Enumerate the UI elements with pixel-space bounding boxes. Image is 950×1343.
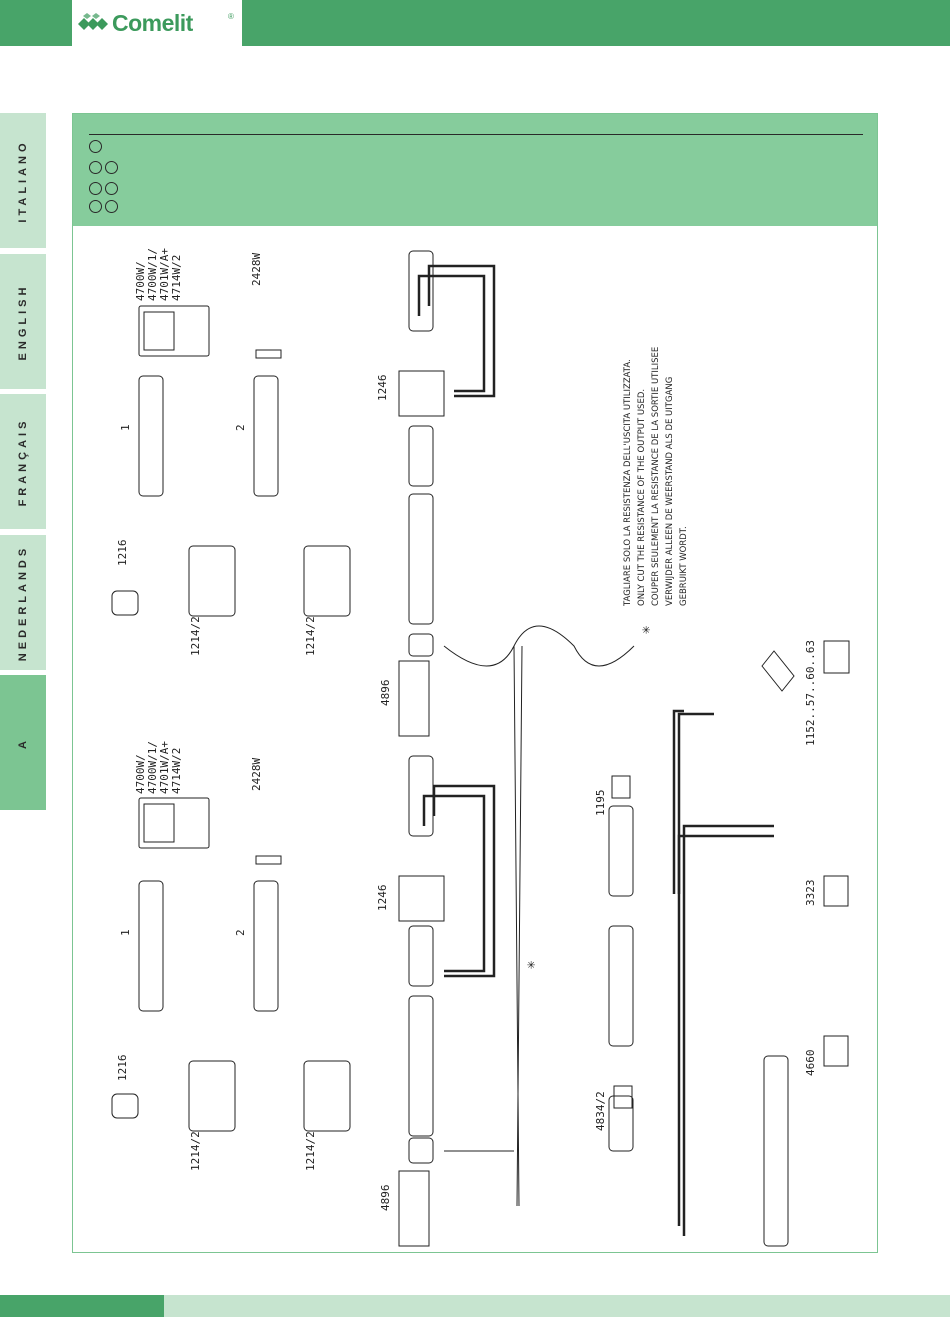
terminal-strip (253, 880, 279, 1012)
circle-marker (105, 200, 118, 213)
label-distributor: 1214/2 (189, 616, 202, 656)
transformer-unit (611, 775, 631, 799)
brand-name: Comelit (112, 10, 193, 36)
circle-marker (89, 182, 102, 195)
terminal-strip (138, 375, 164, 497)
footer-bar (164, 1295, 950, 1317)
label-monitor: 4701W/A+ (158, 248, 171, 301)
label-marker-1: 1 (119, 424, 132, 431)
tab-label: A (17, 736, 29, 749)
label-relay: 1216 (116, 1055, 129, 1082)
header-bar (0, 0, 950, 46)
label-distributor: 1214/2 (304, 616, 317, 656)
handset-unit (255, 855, 282, 865)
footer-accent (0, 1295, 164, 1317)
circle-marker (89, 140, 102, 153)
label-door-lock: 1152..57..60..63 (804, 640, 817, 746)
label-asterisk: ✳ (638, 625, 654, 634)
panel-header (73, 114, 877, 226)
door-lock-unit (823, 640, 850, 674)
label-power-unit: 1246 (376, 375, 389, 402)
distributor-block (188, 1060, 236, 1132)
wiring-diagram: 1216 1214/2 1214/2 4700W/ 4700W/1/ 4701W… (111, 248, 850, 1247)
label-monitor: 4700W/1/ (146, 248, 159, 301)
label-monitor: 4700W/1/ (146, 741, 159, 794)
tab-label: ITALIANO (17, 138, 29, 223)
label-marker-1: 1 (119, 929, 132, 936)
tab-nederlands[interactable]: NEDERLANDS (0, 535, 46, 670)
distributor-block (303, 545, 351, 617)
tab-francais[interactable]: FRANÇAIS (0, 394, 46, 529)
audio-module (823, 1035, 849, 1067)
label-switcher: 4896 (379, 680, 392, 707)
brand-mark: ® (228, 12, 234, 21)
tab-italiano[interactable]: ITALIANO (0, 113, 46, 248)
label-keypad: 3323 (804, 880, 817, 907)
circle-marker (89, 161, 102, 174)
distributor-block (188, 545, 236, 617)
audio-terminal (763, 1055, 789, 1247)
circle-marker (105, 161, 118, 174)
circle-marker (105, 182, 118, 195)
label-monitor: 4700W/ (134, 754, 147, 794)
circle-marker (89, 200, 102, 213)
keypad-unit (823, 875, 849, 907)
note-french: COUPER SEULEMENT LA RESISTANCE DE LA SOR… (651, 347, 661, 606)
junction-strip (608, 925, 634, 1047)
label-monitor: 4714W/2 (170, 748, 183, 794)
switcher-unit (398, 660, 430, 737)
label-audio-module: 4660 (804, 1050, 817, 1077)
monitor-unit (138, 797, 210, 849)
label-marker-2: 2 (234, 424, 247, 431)
label-monitor: 4701W/A+ (158, 741, 171, 794)
label-entrance-unit: 4834/2 (594, 1091, 607, 1131)
terminal-strip (138, 880, 164, 1012)
monitor-unit (138, 305, 210, 357)
comelit-logo-icon (78, 13, 108, 30)
note-dutch-2: GEBRUIKT WORDT. (679, 526, 689, 606)
label-distributor: 1214/2 (189, 1131, 202, 1171)
label-marker-2: 2 (234, 929, 247, 936)
switcher-unit (398, 1170, 430, 1247)
diagram-panel (72, 113, 878, 1253)
label-asterisk: ✳ (523, 960, 539, 969)
relay-block (111, 590, 139, 616)
label-switcher: 4896 (379, 1185, 392, 1212)
relay-block (111, 1093, 139, 1119)
label-handset: 2428W (250, 253, 263, 286)
label-transformer: 1195 (594, 790, 607, 817)
terminal-strip (253, 375, 279, 497)
power-unit (398, 875, 445, 922)
note-dutch: VERWIJDER ALLEEN DE WEERSTAND ALS DE UIT… (665, 377, 675, 606)
tab-a[interactable]: A (0, 675, 46, 810)
power-unit (398, 370, 445, 417)
label-relay: 1216 (116, 540, 129, 567)
label-power-unit: 1246 (376, 885, 389, 912)
tab-label: NEDERLANDS (17, 544, 29, 661)
note-italian: TAGLIARE SOLO LA RESISTENZA DELL'USCITA … (623, 359, 633, 607)
tab-label: ENGLISH (17, 283, 29, 360)
tab-english[interactable]: ENGLISH (0, 254, 46, 389)
label-handset: 2428W (250, 758, 263, 791)
handset-unit (255, 349, 282, 359)
entrance-terminal (608, 1095, 634, 1152)
label-monitor: 4700W/ (134, 261, 147, 301)
label-monitor: 4714W/2 (170, 255, 183, 301)
note-english: ONLY CUT THE RESISTANCE OF THE OUTPUT US… (637, 389, 647, 606)
header-rule (89, 134, 863, 135)
distributor-block (303, 1060, 351, 1132)
tab-label: FRANÇAIS (17, 417, 29, 506)
label-distributor: 1214/2 (304, 1131, 317, 1171)
